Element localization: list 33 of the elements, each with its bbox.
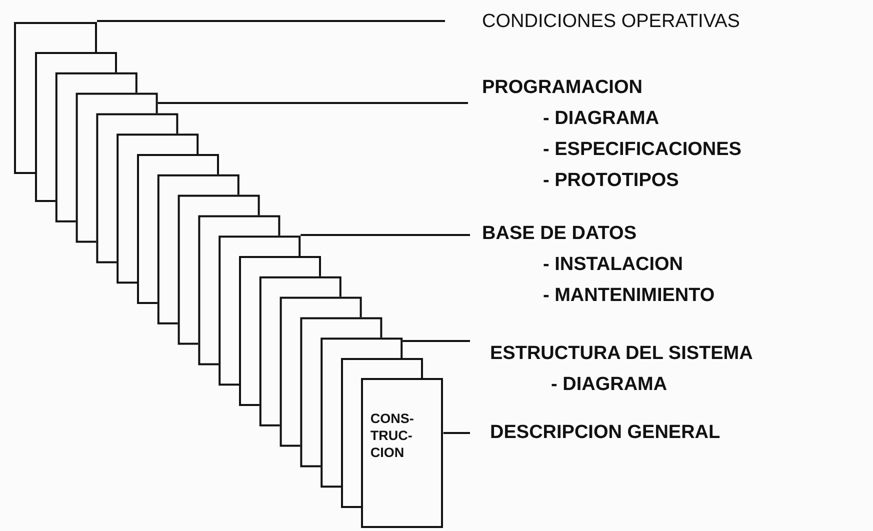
page-card — [280, 296, 362, 447]
page-card — [259, 276, 342, 426]
heading-text: CONDICIONES OPERATIVAS — [482, 10, 740, 34]
heading-text: DESCRIPCION GENERAL — [490, 421, 720, 445]
page-card — [137, 154, 219, 304]
page-card — [218, 236, 301, 386]
leader-line — [158, 102, 468, 104]
leader-line — [300, 234, 470, 236]
list-item: - INSTALACION — [542, 253, 684, 277]
heading-text: PROGRAMACION — [482, 76, 642, 100]
list-item: - DIAGRAMA — [542, 107, 660, 131]
page-card — [341, 358, 423, 508]
list-item: - ESPECIFICACIONES — [542, 138, 742, 162]
list-item: - MANTENIMIENTO — [542, 284, 715, 308]
page-card — [55, 72, 138, 222]
card-label: CONS- TRUC- CION — [370, 410, 414, 462]
list-item: - DIAGRAMA — [550, 373, 668, 397]
page-card — [96, 113, 178, 264]
page-card — [178, 194, 260, 345]
page-card — [239, 256, 321, 406]
heading-text: BASE DE DATOS — [482, 222, 636, 246]
page-card — [76, 92, 158, 243]
list-item: - PROTOTIPOS — [542, 169, 679, 193]
page-card — [14, 22, 97, 174]
page-card — [361, 378, 444, 528]
leader-line — [402, 340, 470, 342]
page-card — [157, 174, 240, 324]
page-card — [35, 52, 117, 202]
heading-text: ESTRUCTURA DEL SISTEMA — [490, 342, 753, 366]
leader-line — [443, 432, 470, 434]
page-card — [198, 215, 280, 366]
leader-line — [97, 20, 445, 22]
page-card — [116, 134, 199, 284]
